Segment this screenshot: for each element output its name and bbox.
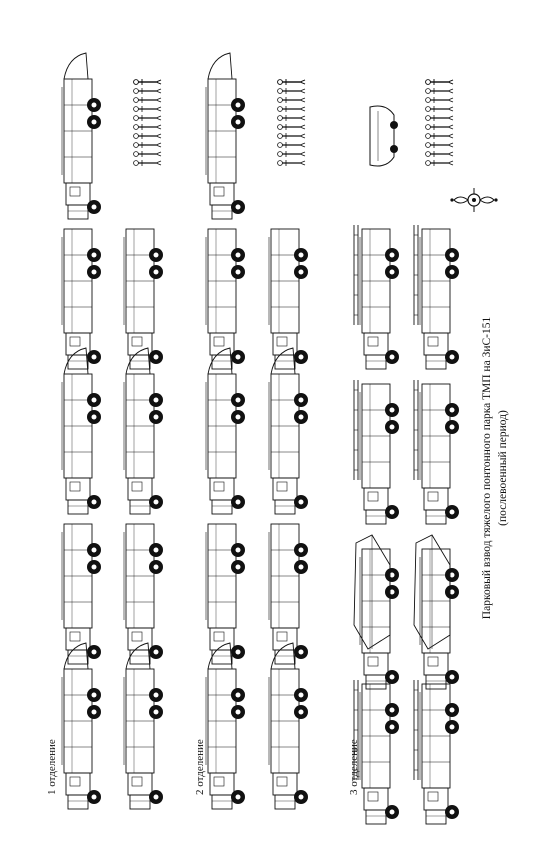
pontoon-truck-icon [61, 228, 102, 370]
pontoon-truck-icon [269, 643, 308, 809]
pontoon-truck-icon [205, 523, 246, 665]
caption-subtitle: (послевоенный период) [497, 410, 509, 526]
soldier-column-icon [134, 79, 161, 166]
pontoon-truck-icon [124, 348, 163, 514]
pontoon-truck-icon [354, 680, 399, 824]
command-group [62, 53, 498, 219]
engineer-emblem-icon [450, 188, 498, 212]
pontoon-truck-icon [414, 680, 459, 824]
squad-1-label: 1 отделение [46, 739, 58, 795]
pontoon-truck-icon [354, 380, 399, 524]
squad-1-vehicles [61, 228, 164, 809]
caption-title: Парковый взвод тяжелого понтонного парка… [481, 317, 493, 620]
pontoon-truck-icon [124, 643, 163, 809]
pontoon-truck-icon [354, 535, 399, 689]
soldier-column-icon [426, 79, 453, 166]
pontoon-truck-icon [206, 643, 245, 809]
motorboat-icon [369, 105, 398, 167]
pontoon-truck-icon [354, 225, 399, 369]
pontoon-truck-icon [206, 348, 245, 514]
squad-3-label: 3 отделение [348, 739, 360, 795]
soldier-column-icon [278, 79, 305, 166]
pontoon-truck-icon [62, 643, 101, 809]
pontoon-truck-icon [414, 535, 459, 689]
pontoon-truck-icon [123, 523, 164, 665]
squad-2-label: 2 отделение [194, 739, 206, 795]
pontoon-truck-icon [123, 228, 164, 370]
squad-3-vehicles [354, 225, 459, 824]
pontoon-truck-icon [61, 523, 102, 665]
pontoon-truck-icon [414, 380, 459, 524]
pontoon-truck-icon [206, 53, 245, 219]
pontoon-truck-icon [268, 228, 309, 370]
squad-2-vehicles [205, 228, 309, 809]
pontoon-truck-icon [62, 348, 101, 514]
pontoon-truck-icon [269, 348, 308, 514]
pontoon-truck-icon [62, 53, 101, 219]
pontoon-truck-icon [414, 225, 459, 369]
pontoon-truck-icon [205, 228, 246, 370]
pontoon-truck-icon [268, 523, 309, 665]
